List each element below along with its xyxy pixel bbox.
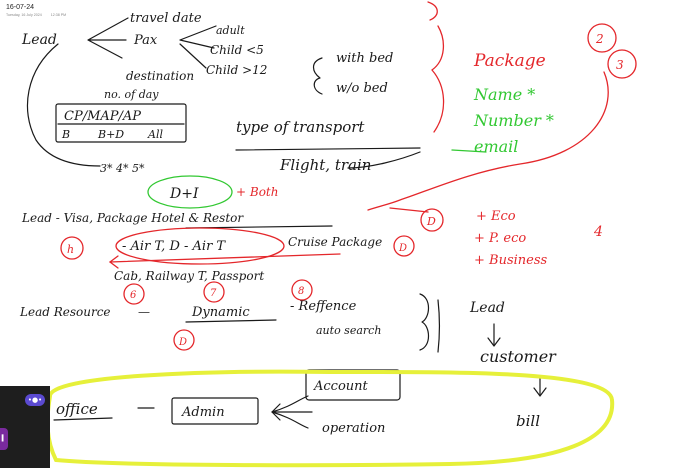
package-email-label: email bbox=[474, 137, 518, 156]
d-plus-i-ellipse bbox=[147, 175, 233, 209]
circle-6-label: 6 bbox=[130, 290, 137, 301]
stars-label: 3* 4* 5* bbox=[100, 162, 145, 175]
both-label: + Both bbox=[236, 185, 278, 199]
admin-box bbox=[171, 397, 259, 425]
circle-8-label: 8 bbox=[298, 286, 304, 297]
lead-services-label: Lead - Visa, Package Hotel & Restor bbox=[21, 211, 244, 225]
meal-all-label: All bbox=[147, 128, 163, 141]
lead-branch-lines bbox=[87, 17, 129, 59]
reference-label: - Reffence bbox=[290, 299, 357, 314]
flight-train-label: Flight, train bbox=[279, 156, 371, 174]
meal-bd-label: B+D bbox=[97, 128, 124, 141]
destination-label: destination bbox=[126, 69, 194, 83]
record-button[interactable]: •●• bbox=[25, 394, 45, 406]
office-label: office bbox=[56, 400, 98, 418]
circle-2-label: 2 bbox=[595, 32, 604, 46]
customer-label: customer bbox=[480, 347, 557, 366]
circle-3-label: 3 bbox=[616, 58, 624, 72]
with-bed-label: with bed bbox=[336, 51, 393, 66]
auto-search-label: auto search bbox=[316, 324, 381, 337]
number-4-label: 4 bbox=[593, 224, 603, 240]
circle-h-label: h bbox=[67, 243, 74, 256]
meal-b-label: B bbox=[61, 128, 70, 141]
circle-6 bbox=[123, 283, 145, 305]
circle-d-low bbox=[173, 329, 195, 351]
package-arrow-curve bbox=[367, 71, 609, 211]
package-title: Package bbox=[473, 51, 546, 71]
circle-d-mid-label: D bbox=[398, 243, 407, 254]
circle-h bbox=[60, 236, 84, 260]
admin-label: Admin bbox=[181, 405, 225, 420]
bill-label: bill bbox=[516, 412, 540, 430]
cruise-label: Cruise Package bbox=[288, 235, 382, 249]
child-gt12-label: Child >12 bbox=[206, 63, 267, 77]
bed-brace bbox=[312, 57, 323, 95]
svg-text:—: — bbox=[138, 305, 150, 319]
wo-bed-label: w/o bed bbox=[336, 81, 388, 96]
account-label: Account bbox=[313, 379, 369, 394]
resource-brace bbox=[419, 293, 430, 351]
meal-plan-box bbox=[55, 103, 187, 143]
child-lt5-label: Child <5 bbox=[210, 43, 264, 57]
pax-label: Pax bbox=[133, 33, 158, 48]
d-plus-i-label: D+I bbox=[169, 186, 199, 202]
circle-d-top bbox=[420, 208, 444, 232]
page-time: 12:38 PM bbox=[50, 13, 67, 17]
meal-plans-label: CP/MAP/AP bbox=[64, 109, 141, 124]
air-label: - Air T, D - Air T bbox=[122, 239, 226, 254]
circle-2 bbox=[587, 23, 617, 53]
package-name-label: Name * bbox=[473, 85, 535, 104]
circle-7-label: 7 bbox=[210, 288, 217, 299]
circle-d-top-label: D bbox=[426, 215, 436, 228]
side-tab-handle[interactable]: ▍ bbox=[0, 428, 8, 450]
lead-curve bbox=[26, 43, 101, 167]
eco-label: + Eco bbox=[476, 209, 516, 224]
business-label: + Business bbox=[474, 253, 548, 268]
operation-label: operation bbox=[322, 421, 385, 436]
lead-label: Lead bbox=[21, 32, 57, 48]
cab-line-label: Cab, Railway T, Passport bbox=[114, 269, 264, 283]
adult-label: adult bbox=[216, 24, 245, 37]
page-meta: Tuesday, 16 July 2024 12:38 PM bbox=[6, 13, 74, 17]
p-eco-label: + P. eco bbox=[474, 231, 526, 246]
travel-date-label: travel date bbox=[130, 11, 202, 26]
no-of-days-label: no. of day bbox=[104, 88, 159, 101]
transport-type-label: type of transport bbox=[236, 118, 365, 136]
package-bracket-right bbox=[427, 1, 438, 21]
page-weekday-date: Tuesday, 16 July 2024 bbox=[6, 13, 42, 17]
circle-d-low-label: D bbox=[178, 337, 187, 348]
lead-right-label: Lead bbox=[469, 300, 505, 316]
pax-branch-lines bbox=[179, 25, 217, 69]
package-bracket-left bbox=[431, 25, 445, 133]
lead-resource-label: Lead Resource bbox=[19, 305, 111, 319]
page-date: 16-07-24 bbox=[6, 4, 35, 11]
dynamic-label: Dynamic bbox=[191, 305, 250, 320]
package-number-label: Number * bbox=[473, 111, 554, 130]
circle-3 bbox=[607, 49, 637, 79]
circle-8 bbox=[291, 279, 313, 301]
air-ellipse bbox=[115, 227, 285, 265]
circle-7 bbox=[203, 281, 225, 303]
highlight-loop bbox=[45, 369, 615, 468]
circle-d-mid bbox=[393, 235, 415, 257]
